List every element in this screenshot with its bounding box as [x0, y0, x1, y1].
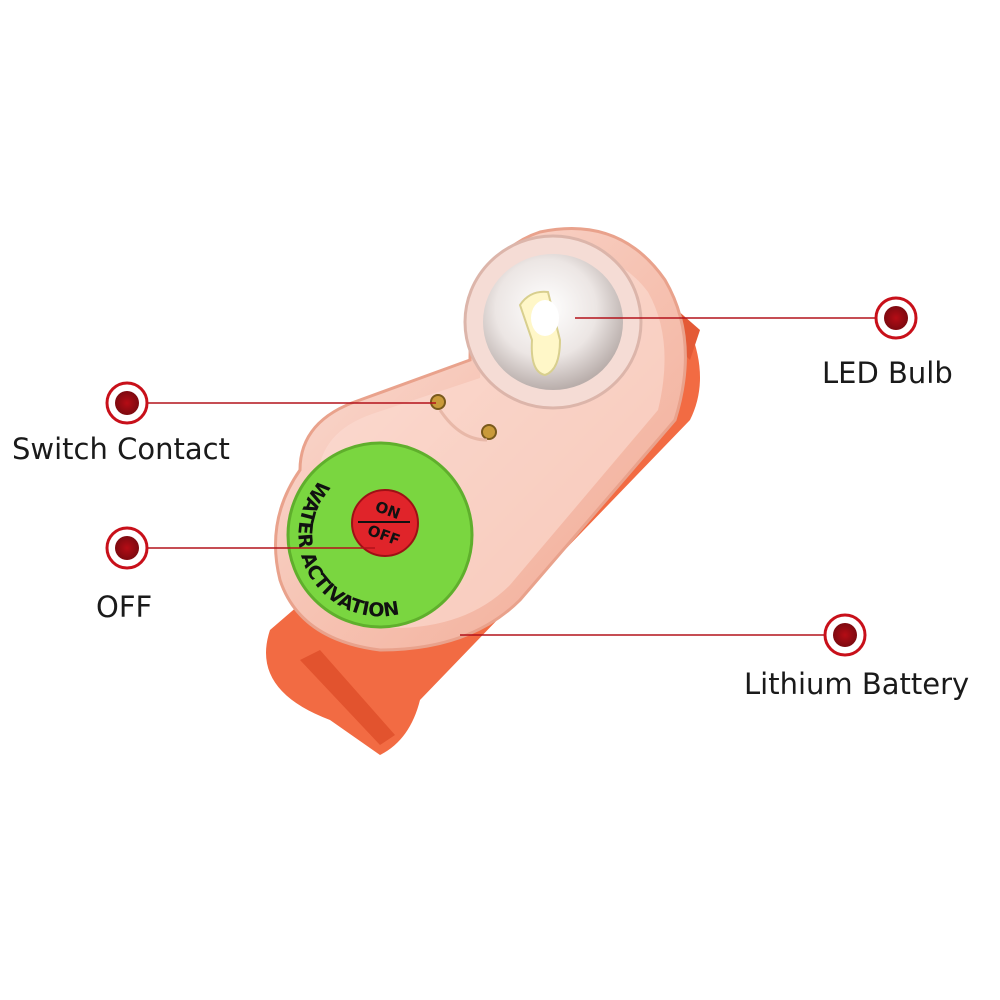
callout-dot-switch — [105, 381, 149, 425]
callout-dots — [105, 296, 918, 657]
switch-contacts — [430, 394, 497, 442]
callout-dot-battery — [823, 613, 867, 657]
callout-label-lithium-battery: Lithium Battery — [744, 667, 970, 701]
callout-label-led-bulb: LED Bulb — [822, 356, 953, 390]
callout-dot-led — [874, 296, 918, 340]
led-dome — [463, 234, 643, 410]
callout-label-off: OFF — [96, 590, 153, 624]
callout-label-switch-contact: Switch Contact — [12, 432, 230, 466]
callout-lines — [145, 317, 882, 636]
callout-dot-off — [105, 526, 149, 570]
water-activation-sticker: WATER ACTIVATION ON OFF — [286, 441, 474, 629]
